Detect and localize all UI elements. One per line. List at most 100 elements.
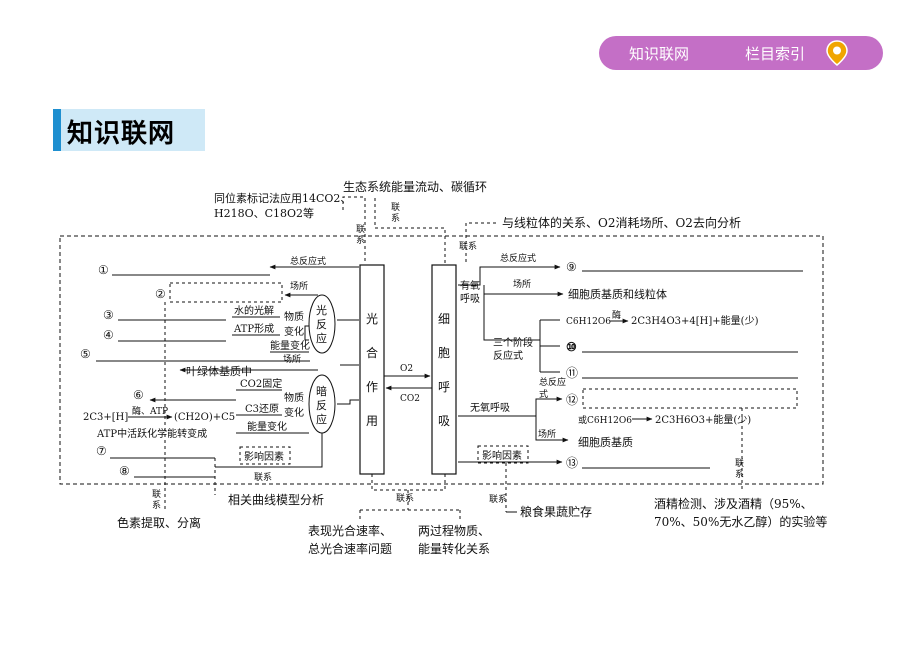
process-line2: 能量转化关系 [418, 541, 490, 556]
blank-2: ② [155, 287, 166, 301]
water-photolysis: 水的光解 [234, 304, 274, 317]
eco-lianxi-2: 系 [391, 213, 400, 224]
mito-dash [465, 222, 496, 264]
blank-13: ⑬ [566, 456, 578, 470]
cytoplasm: 细胞质基质 [578, 436, 633, 449]
blank-5: ⑤ [80, 347, 91, 361]
light-brace [304, 325, 309, 341]
aerobic-site-label: 场所 [513, 279, 531, 290]
photo-total-label: 总反应式 [290, 255, 326, 267]
isotope-line2: H218O、C18O2等 [214, 206, 314, 220]
dark-enzyme: 酶、ATP [132, 405, 168, 417]
photo-char-1: 光 [366, 312, 378, 326]
o2-label: O2 [400, 364, 413, 374]
light-reaction-oval [308, 294, 336, 354]
nav-knowledge-link[interactable]: 知识联网 [629, 45, 690, 63]
blank-12: ⑫ [566, 393, 578, 407]
rate-line1: 表现光合速率、 [308, 523, 392, 538]
related-curves: 相关曲线模型分析 [228, 493, 324, 507]
bottom-lianxi: 联系 [396, 493, 414, 504]
isotope-lianxi-2: 系 [356, 235, 365, 246]
blank-1: ① [98, 263, 109, 277]
aerobic-site: 细胞质基质和线粒体 [568, 287, 667, 301]
influence-line [215, 433, 323, 468]
stage1-glucose: C6H12O6 [566, 317, 611, 327]
blank-11: ⑪ [566, 366, 578, 380]
ecosystem-label: 生态系统能量流动、碳循环 [343, 180, 487, 194]
light-site-label: 场所 [290, 281, 308, 292]
photo-char-3: 作 [366, 380, 378, 394]
alcohol-lianxi-1: 联 [735, 458, 744, 469]
blank-6: ⑥ [133, 388, 144, 402]
blank-10: ⑩ [566, 340, 577, 354]
section-badge: 知识联网 [53, 109, 205, 151]
light-char-3: 应 [316, 331, 327, 345]
dark-wuzhi: 物质 [284, 391, 304, 404]
location-pin-icon[interactable] [826, 40, 848, 66]
co2-fixation: CO2固定 [240, 377, 282, 390]
anaerobic-site-arrow [535, 416, 569, 443]
resp-char-4: 吸 [438, 414, 450, 428]
bottom-dash [371, 474, 446, 491]
dark-eq-2: (CH2O)+C5 [174, 412, 235, 423]
stage1-product: 2C3H4O3+4[H]+能量(少) [631, 314, 759, 327]
respiration-box [431, 264, 457, 475]
photo-influence-box [239, 446, 291, 465]
co2-label: CO2 [400, 394, 420, 404]
alcohol-lianxi-2: 系 [735, 469, 744, 480]
light-char-1: 光 [316, 303, 327, 317]
isotope-lianxi-1: 联 [356, 224, 365, 235]
three-stage-line [483, 285, 540, 341]
isotope-line1: 同位素标记法应用14CO2、 [214, 191, 351, 205]
photo-char-2: 合 [366, 345, 378, 360]
blank-2-box [169, 282, 283, 303]
lactic-eq: 2C3H6O3+能量(少) [655, 413, 751, 426]
anaerobic-label: 无氧呼吸 [470, 401, 510, 414]
dark-bianhua: 变化 [284, 406, 304, 419]
c3-reduction: C3还原 [245, 403, 279, 415]
process-line1: 两过程物质、 [418, 523, 490, 538]
light-wuzhi: 物质 [284, 310, 304, 323]
badge-background [61, 109, 205, 151]
dark-link [337, 399, 359, 405]
chloroplast-stroma: 叶绿体基质中 [186, 364, 252, 378]
mito-relation-label: 与线粒体的关系、O2消耗场所、O2去向分析 [502, 215, 741, 230]
three-stage-2: 反应式 [493, 349, 523, 362]
light-bianhua: 变化 [284, 325, 304, 338]
resp-char-1: 细 [438, 312, 450, 326]
aerobic-1: 有氧 [460, 279, 480, 292]
aerobic-total-arrow [458, 264, 561, 286]
blank-7: ⑦ [96, 444, 107, 458]
dark-energy-change: 能量变化 [247, 420, 287, 433]
isotope-dash [342, 196, 366, 264]
nav-index-link[interactable]: 栏目索引 [745, 45, 806, 63]
blank-4: ④ [103, 328, 114, 342]
pigment-label: 色素提取、分离 [117, 515, 201, 530]
alcohol-line1: 酒精检测、涉及酒精（95%、 [654, 496, 813, 511]
dark-char-2: 反 [316, 399, 327, 412]
three-stage-brace [539, 319, 560, 373]
pigment-lianxi-2: 系 [152, 500, 161, 511]
photo-influence: 影响因素 [244, 450, 284, 463]
storage-label: 粮食果蔬贮存 [520, 504, 592, 519]
eco-lianxi-1: 联 [391, 202, 400, 213]
blank-12-box [582, 388, 798, 409]
blank-9: ⑨ [566, 260, 577, 274]
dark-char-1: 暗 [316, 384, 327, 398]
rate-line2: 总光合速率问题 [308, 541, 392, 556]
alcohol-line2: 70%、50%无水乙醇）的实验等 [654, 514, 827, 529]
atp-conversion: ATP中活跃化学能转变成 [96, 427, 207, 440]
anaerobic-site-label: 场所 [538, 429, 556, 440]
anaerobic-total-arrow [535, 396, 563, 416]
resp-char-3: 呼 [438, 380, 450, 394]
resp-influence: 影响因素 [482, 449, 522, 462]
storage-lianxi: 联系 [489, 494, 507, 505]
resp-char-2: 胞 [438, 346, 450, 360]
outer-dashed-frame [59, 235, 824, 485]
section-title: 知识联网 [67, 119, 176, 149]
stage1-enzyme: 酶 [612, 309, 621, 321]
badge-accent-bar [53, 109, 61, 151]
dark-site-label: 场所 [283, 354, 301, 365]
resp-influence-box [477, 445, 529, 464]
